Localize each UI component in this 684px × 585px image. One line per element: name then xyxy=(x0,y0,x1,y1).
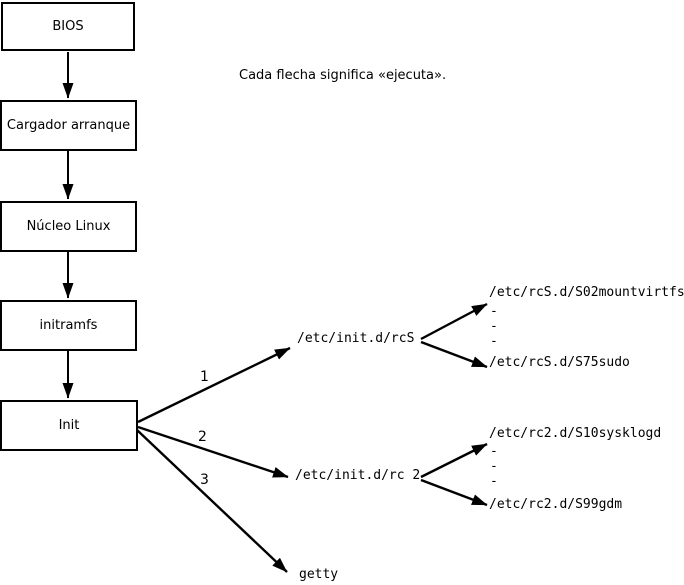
fan-order-3: 3 xyxy=(200,472,209,488)
arrow-init-to-rc2 xyxy=(137,425,289,479)
node-boot-loader-label: Cargador arranque xyxy=(6,118,131,133)
fan-order-2: 2 xyxy=(198,429,207,445)
target-rcs-path: /etc/init.d/rcS xyxy=(297,331,415,346)
arrow-legend-note: Cada flecha significa «ejecuta». xyxy=(239,68,447,83)
node-initramfs-label: initramfs xyxy=(39,318,98,333)
node-init: Init xyxy=(0,400,138,451)
rc2-ellipsis-dash: - xyxy=(490,444,498,459)
target-getty: getty xyxy=(299,567,339,582)
rcs-last-script-path: /etc/rcS.d/S75sudo xyxy=(489,355,630,370)
rcs-ellipsis-dash: - xyxy=(490,334,498,349)
arrow-rcs-to-last-script xyxy=(420,340,488,369)
node-init-label: Init xyxy=(58,418,80,433)
node-boot-loader: Cargador arranque xyxy=(0,100,137,151)
arrow-rcs-to-first-script xyxy=(420,302,488,341)
node-initramfs: initramfs xyxy=(0,300,137,351)
rcs-first-script-path: /etc/rcS.d/S02mountvirtfs xyxy=(489,285,684,300)
node-linux-kernel-label: Núcleo Linux xyxy=(26,219,111,234)
rcs-ellipsis-dash: - xyxy=(490,319,498,334)
rc2-ellipsis-dash: - xyxy=(490,474,498,489)
rc2-ellipsis-dash: - xyxy=(490,459,498,474)
arrow-rc2-to-first-script xyxy=(420,442,488,479)
target-rc2-path: /etc/init.d/rc 2 xyxy=(295,468,421,483)
node-bios-label: BIOS xyxy=(52,19,84,34)
arrow-init-to-getty xyxy=(136,429,288,573)
fan-order-1: 1 xyxy=(200,369,209,385)
rcs-ellipsis-dash: - xyxy=(490,304,498,319)
node-bios: BIOS xyxy=(1,2,135,51)
arrow-rc2-to-last-script xyxy=(420,478,488,507)
node-linux-kernel: Núcleo Linux xyxy=(0,201,137,252)
arrow-init-to-rcs xyxy=(137,346,291,424)
rc2-first-script-path: /etc/rc2.d/S10sysklogd xyxy=(489,426,662,441)
rc2-last-script-path: /etc/rc2.d/S99gdm xyxy=(489,497,623,512)
